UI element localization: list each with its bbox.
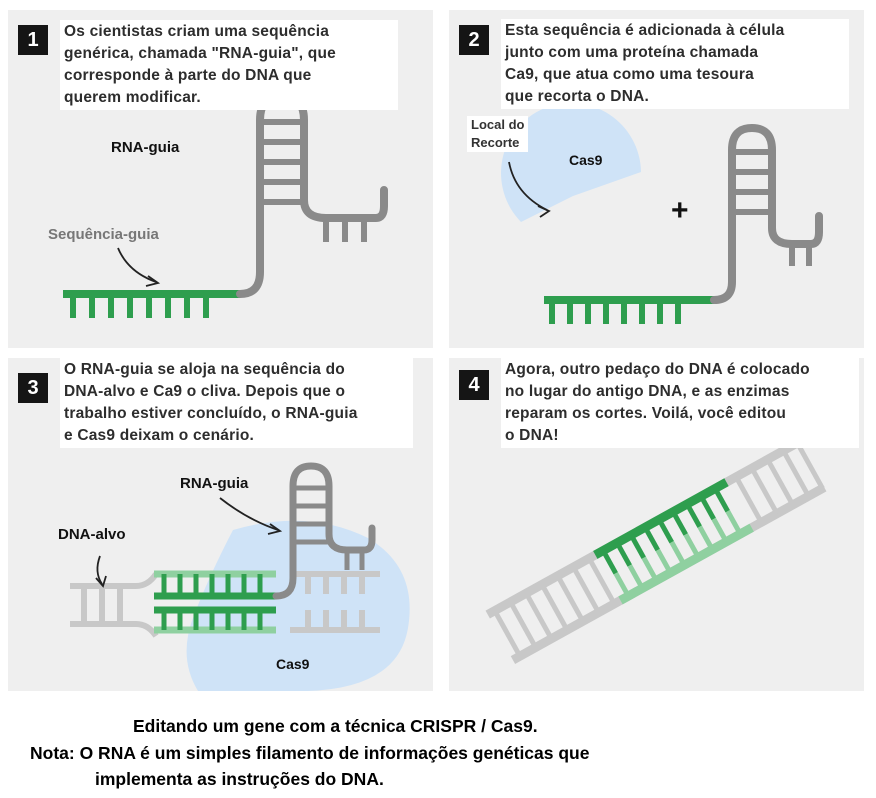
edited-dna-illustration [485,438,827,664]
cas9-label-3: Cas9 [276,656,310,672]
step-number-4: 4 [459,370,489,400]
local-recorte-label: Local do Recorte [467,116,529,152]
step-number-3: 3 [18,373,48,403]
plus-sign: + [671,194,689,227]
footer-note-line2: implementa as instruções do DNA. [95,769,384,789]
step-1-text: Os cientistas criam uma sequência genéri… [60,20,398,110]
guide-rna-illustration [63,91,388,318]
step-4-text: Agora, outro pedaço do DNA é colocado no… [501,358,859,448]
step-3-text: O RNA-guia se aloja na sequência do DNA-… [60,358,413,448]
rna-guia-label-3: RNA-guia [180,475,249,492]
sequencia-guia-label: Sequência-guia [48,226,159,243]
step-number-2: 2 [459,25,489,55]
panel-step-2: 2 Esta sequência é adicionada à célula j… [449,10,864,348]
cas9-shape [186,520,410,691]
panel-step-4: 4 Agora, outro pedaço do DNA é colocado … [449,358,864,691]
cas9-shape [501,103,641,222]
panel-step-1: 1 Os cientistas criam uma sequência gené… [8,10,433,348]
dna-alvo-label: DNA-alvo [58,526,126,543]
footer-note-line1: Nota: O RNA é um simples filamento de in… [30,743,590,763]
footer-title: Editando um gene com a técnica CRISPR / … [133,716,538,736]
step-2-text: Esta sequência é adicionada à célula jun… [501,19,849,109]
rna-guia-label: RNA-guia [111,139,180,156]
rna-binding-dna-illustration [70,462,410,691]
cas9-label: Cas9 [569,152,603,168]
step-number-1: 1 [18,25,48,55]
panel-step-3: 3 O RNA-guia se aloja na sequência do DN… [8,358,433,691]
cas9-and-rna-illustration [501,103,823,324]
